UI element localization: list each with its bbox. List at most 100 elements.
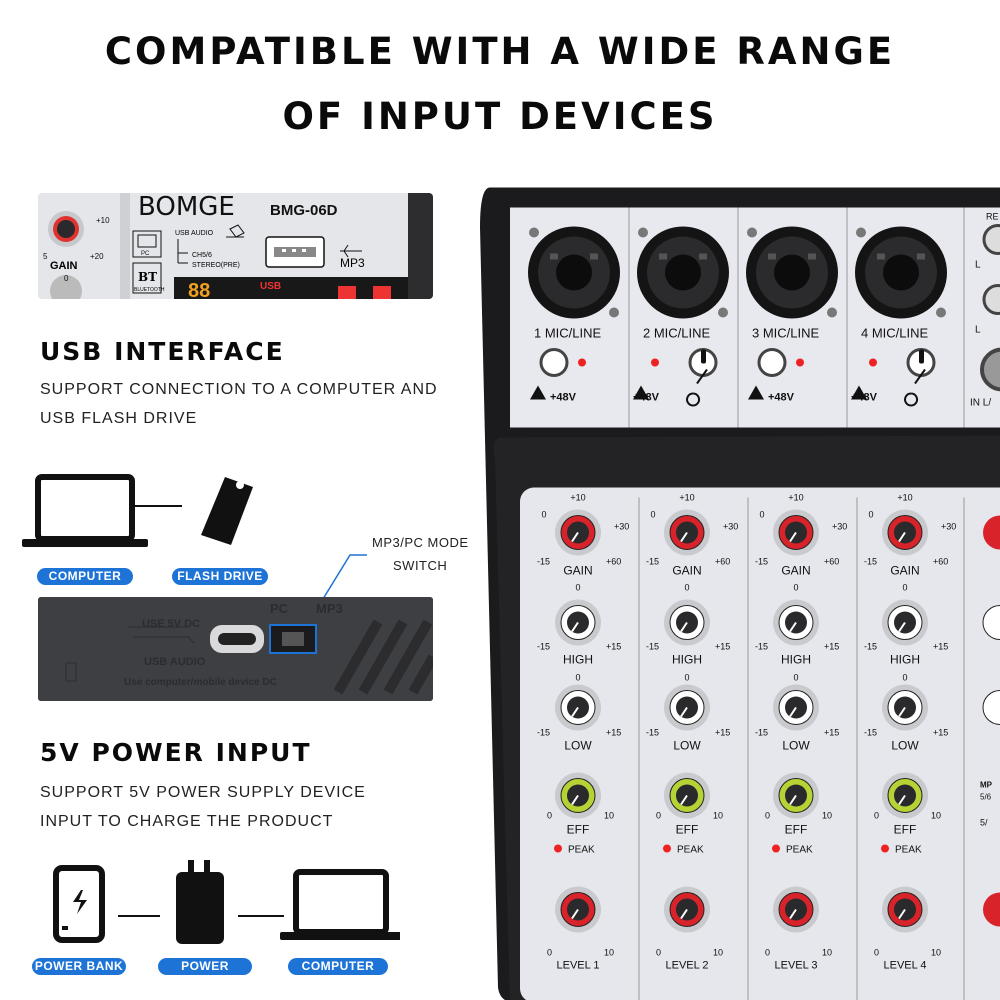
input-label-3: 3 MIC/LINE — [752, 326, 820, 341]
power-socket-icon — [176, 860, 224, 944]
right-high-knob — [982, 605, 1000, 640]
high-scale-br: +15 — [824, 642, 839, 652]
pc-label: PC — [141, 251, 150, 257]
low-scale-top: 0 — [684, 673, 689, 683]
high-scale-top: 0 — [902, 583, 907, 593]
high-label-2: HIGH — [672, 653, 702, 667]
peak-led — [663, 844, 671, 853]
phantom-label-2: +48V — [633, 392, 660, 404]
jack-pin — [659, 253, 667, 260]
power-desc: SUPPORT 5V POWER SUPPLY DEVICE INPUT TO … — [40, 778, 470, 836]
level-label-2: LEVEL 2 — [665, 960, 708, 972]
phantom-label-1: +48V — [550, 392, 577, 404]
gain-scale-br: +60 — [824, 557, 839, 567]
power-devices-diagram — [53, 860, 400, 944]
high-scale-bl: -15 — [755, 642, 768, 652]
headline-line-1: COMPATIBLE WITH A WIDE RANGE — [104, 30, 896, 73]
power-desc-line-1: SUPPORT 5V POWER SUPPLY DEVICE — [40, 784, 366, 801]
peak-led — [881, 844, 889, 853]
input-label-4: 4 MIC/LINE — [861, 326, 929, 341]
screw-icon — [638, 227, 648, 238]
usb-panel-photo: +10 5 +20 GAIN 0 BOMGE BMG-06D PC BT BLU… — [38, 193, 433, 299]
peak-led — [554, 844, 562, 853]
bt-label: BT — [138, 270, 157, 284]
usb-interface-desc: SUPPORT CONNECTION TO A COMPUTER AND USB… — [40, 375, 470, 433]
power-bank-icon — [53, 865, 105, 943]
gain-knob-1-pointer — [571, 531, 579, 543]
low-scale-br: +15 — [933, 728, 948, 738]
guitar-icon — [904, 368, 926, 407]
high-scale-bl: -15 — [537, 642, 550, 652]
low-scale-bl: -15 — [864, 728, 877, 738]
high-knob-4-pointer — [898, 621, 906, 633]
eff-scale-br: 10 — [822, 811, 832, 821]
gain-zero: 0 — [64, 274, 69, 283]
low-scale-bl: -15 — [755, 728, 768, 738]
gain-scale-top: +10 — [679, 493, 694, 503]
gain-plus10: +10 — [96, 216, 110, 225]
gain-knob-4-pointer — [898, 531, 906, 543]
right-low-knob — [982, 690, 1000, 725]
eff-knob-2-pointer — [680, 794, 688, 806]
screw-icon — [827, 307, 837, 318]
screw-icon — [936, 307, 946, 318]
jack-pin — [550, 253, 558, 260]
right-re-label: RE — [986, 212, 999, 222]
jack-pin — [877, 253, 885, 260]
computer-icon — [22, 474, 148, 547]
gain-scale-right: +30 — [832, 522, 847, 532]
right-56-label: 5/6 — [980, 793, 992, 802]
phantom-button — [539, 348, 569, 377]
gain-scale-left: 0 — [759, 510, 764, 520]
flash-drive-icon — [201, 477, 253, 545]
high-scale-top: 0 — [793, 583, 798, 593]
peak-label-4: PEAK — [895, 845, 922, 856]
eff-knob-3-pointer — [789, 794, 797, 806]
power-panel-photo: USE 5V DC USB AUDIO Use computer/mobile … — [38, 597, 433, 701]
gain-scale-right: +30 — [723, 522, 738, 532]
line-jack-icon — [980, 347, 1000, 392]
low-knob-1-pointer — [571, 706, 579, 718]
headline-line-2: OF INPUT DEVICES — [282, 95, 718, 138]
gain-scale-bl: -15 — [755, 557, 768, 567]
rca-jack-icon — [982, 224, 1000, 255]
level-scale-br: 10 — [931, 948, 941, 958]
level-scale-bl: 0 — [656, 948, 661, 958]
computer-pill-2: COMPUTER — [288, 958, 388, 975]
eff-scale-br: 10 — [713, 811, 723, 821]
usb-devices-diagram — [22, 474, 253, 547]
callout-line-2: SWITCH — [393, 558, 448, 573]
warning-icon — [748, 385, 764, 400]
usb-desc-line-2: USB FLASH DRIVE — [40, 410, 198, 427]
eff-label-1: EFF — [567, 823, 590, 837]
phantom-led — [651, 358, 659, 367]
level-scale-bl: 0 — [765, 948, 770, 958]
gain-label-3: GAIN — [781, 564, 810, 578]
eff-scale-br: 10 — [931, 811, 941, 821]
gain-scale-right: +30 — [614, 522, 629, 532]
level-scale-br: 10 — [713, 948, 723, 958]
screw-icon — [856, 227, 866, 238]
jack-pin — [917, 253, 925, 260]
eff-knob-4-pointer — [898, 794, 906, 806]
eff-scale-bl: 0 — [765, 811, 770, 821]
panel-gain-label: GAIN — [50, 260, 78, 272]
power-socket-pill: POWER SOCKET — [158, 958, 252, 990]
gain-scale-bl: -15 — [537, 557, 550, 567]
low-knob-2-pointer — [680, 706, 688, 718]
flash-drive-pill: FLASH DRIVE — [172, 568, 268, 585]
low-label-4: LOW — [891, 739, 919, 753]
jack-hole — [665, 254, 701, 291]
eff-scale-bl: 0 — [547, 811, 552, 821]
usb-interface-title: USB INTERFACE — [40, 337, 285, 366]
gain-label-4: GAIN — [890, 564, 919, 578]
low-scale-bl: -15 — [646, 728, 659, 738]
high-label-4: HIGH — [890, 653, 920, 667]
gain-knob-icon — [48, 211, 84, 299]
power-bank-pill: POWER BANK — [32, 958, 126, 975]
phantom-button — [757, 348, 787, 377]
gain-scale-bl: -15 — [646, 557, 659, 567]
display-usb-label: USB — [260, 281, 281, 292]
